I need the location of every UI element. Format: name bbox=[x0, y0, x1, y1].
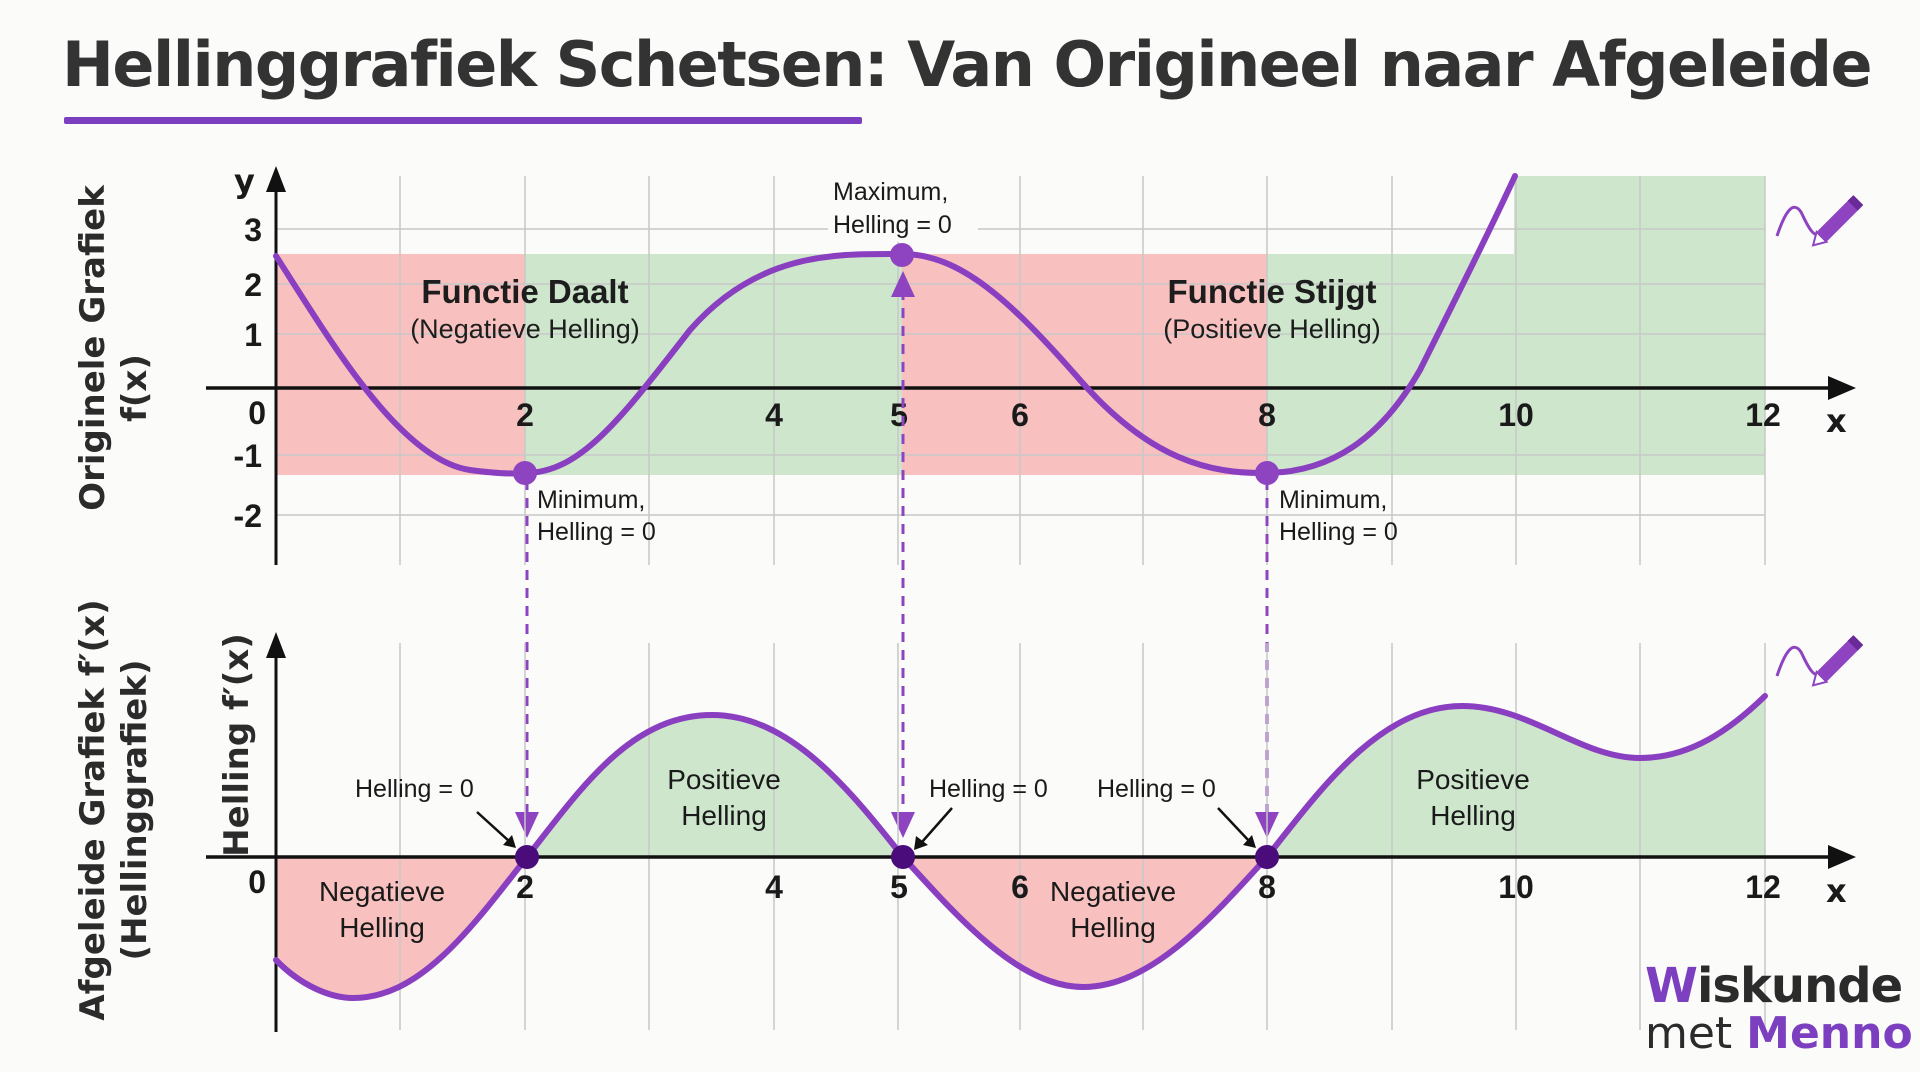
zero-annotation-x2: Helling = 0 bbox=[355, 775, 474, 803]
neg-area-5-8 bbox=[903, 857, 1267, 987]
top-x-axis-arrow-icon bbox=[1828, 376, 1856, 400]
bottom-x-tick: 10 bbox=[1498, 869, 1534, 905]
page-title: Hellinggrafiek Schetsen: Van Origineel n… bbox=[62, 28, 1873, 101]
top-x-tick: 5 bbox=[890, 397, 908, 433]
logo-wiskunde: iskunde bbox=[1696, 958, 1903, 1014]
band-negative-5-8 bbox=[902, 254, 1267, 475]
top-x-tick: 6 bbox=[1011, 397, 1029, 433]
brand-logo: Wiskunde met Menno bbox=[1645, 962, 1913, 1056]
top-x-tick: 2 bbox=[516, 397, 534, 433]
min2-annotation-line1: Minimum, bbox=[1279, 486, 1387, 514]
top-x-tick: 8 bbox=[1258, 397, 1276, 433]
top-y-tick: -1 bbox=[234, 438, 262, 474]
logo-w-accent: W bbox=[1645, 958, 1698, 1014]
region-sublabel-increasing: (Positieve Helling) bbox=[1163, 314, 1381, 344]
top-x-tick: 4 bbox=[765, 397, 783, 433]
logo-line1: Wiskunde bbox=[1645, 962, 1913, 1010]
top-x-tick: 10 bbox=[1498, 397, 1534, 433]
fprime-curve bbox=[273, 693, 1768, 1002]
connector-x5-up-arrow-icon bbox=[891, 271, 915, 297]
max-annotation-line2: Helling = 0 bbox=[833, 211, 952, 239]
zero-dot-x2 bbox=[515, 845, 539, 869]
neg-area-label-1-line1: Negatieve bbox=[319, 876, 445, 907]
pos-area-label-1-line1: Positieve bbox=[667, 764, 781, 795]
neg-area-0-2 bbox=[276, 857, 527, 998]
connector-x2-arrow-icon bbox=[515, 812, 539, 838]
bottom-side-label-line2: (Hellinggrafiek) bbox=[115, 659, 155, 960]
bottom-x-axis-label: x bbox=[1826, 872, 1847, 910]
bottom-x-tick: 6 bbox=[1011, 869, 1029, 905]
top-y-tick: -2 bbox=[234, 498, 262, 534]
logo-menno: Menno bbox=[1746, 1008, 1913, 1059]
top-x-axis-label: x bbox=[1826, 402, 1847, 440]
region-label-increasing: Functie Stijgt bbox=[1168, 273, 1377, 310]
maximum-dot-x5 bbox=[890, 243, 914, 267]
top-y-tick: 1 bbox=[244, 317, 262, 353]
neg-area-label-2-line1: Negatieve bbox=[1050, 876, 1176, 907]
min1-annotation-line1: Minimum, bbox=[537, 486, 645, 514]
bottom-y-axis-arrow-icon bbox=[266, 632, 286, 658]
pos-area-label-2-line2: Helling bbox=[1430, 800, 1516, 831]
bottom-side-label-line1: Afgeleide Grafiek f′(x) bbox=[73, 599, 113, 1020]
bottom-origin-label: 0 bbox=[248, 864, 266, 900]
zero-annotation-x8: Helling = 0 bbox=[1097, 775, 1216, 803]
pos-area-label-2-line1: Positieve bbox=[1416, 764, 1530, 795]
zero-annotation-x2-pointer bbox=[476, 811, 511, 843]
top-side-label-line2: f(x) bbox=[115, 354, 155, 422]
zero-annotation-x5: Helling = 0 bbox=[929, 775, 1048, 803]
region-sublabel-decreasing: (Negatieve Helling) bbox=[410, 314, 640, 344]
bottom-x-tick: 8 bbox=[1258, 869, 1276, 905]
top-chart: y x 3 2 1 0 -1 -2 2 4 5 6 8 10 12 Functi… bbox=[73, 162, 1864, 838]
pointer-arrow-icon bbox=[914, 836, 928, 850]
pencil-scribble-icon bbox=[1775, 635, 1864, 687]
zero-dot-x8 bbox=[1255, 845, 1279, 869]
band-positive-2-5 bbox=[525, 254, 902, 475]
title-underline bbox=[64, 117, 862, 124]
bottom-x-tick: 4 bbox=[765, 869, 783, 905]
pos-area-label-1-line2: Helling bbox=[681, 800, 767, 831]
min1-annotation-line2: Helling = 0 bbox=[537, 518, 656, 546]
pencil-scribble-icon bbox=[1775, 195, 1864, 247]
zero-annotation-x8-pointer bbox=[1217, 807, 1251, 843]
bottom-chart: Helling f′(x) x 0 2 4 5 6 8 10 12 Negati… bbox=[73, 599, 1864, 1032]
region-label-decreasing: Functie Daalt bbox=[421, 273, 628, 310]
min2-annotation-line2: Helling = 0 bbox=[1279, 518, 1398, 546]
zero-annotation-x5-pointer bbox=[921, 807, 953, 843]
connector-x5-arrow-icon bbox=[891, 812, 915, 838]
bottom-x-axis-arrow-icon bbox=[1828, 845, 1856, 869]
top-y-tick: 2 bbox=[244, 267, 262, 303]
logo-line2: met Menno bbox=[1645, 1012, 1913, 1056]
logo-met: met bbox=[1645, 1008, 1747, 1059]
pointer-arrow-icon bbox=[503, 835, 516, 848]
bottom-x-tick: 5 bbox=[890, 869, 908, 905]
minimum-dot-x2 bbox=[513, 461, 537, 485]
pointer-arrow-icon bbox=[1243, 835, 1256, 848]
bottom-x-tick: 2 bbox=[516, 869, 534, 905]
bottom-x-tick: 12 bbox=[1745, 869, 1781, 905]
bottom-y-axis-label: Helling f′(x) bbox=[217, 633, 257, 857]
top-x-tick: 12 bbox=[1745, 397, 1781, 433]
minimum-dot-x8 bbox=[1255, 461, 1279, 485]
neg-area-label-1-line2: Helling bbox=[339, 912, 425, 943]
max-annotation-line1: Maximum, bbox=[833, 178, 948, 206]
top-y-tick: 3 bbox=[244, 212, 262, 248]
zero-dot-x5 bbox=[891, 845, 915, 869]
neg-area-label-2-line2: Helling bbox=[1070, 912, 1156, 943]
top-y-tick: 0 bbox=[248, 395, 266, 431]
top-side-label-line1: Originele Grafiek bbox=[73, 184, 113, 511]
top-y-axis-arrow-icon bbox=[266, 166, 286, 192]
top-y-axis-label: y bbox=[234, 162, 255, 200]
